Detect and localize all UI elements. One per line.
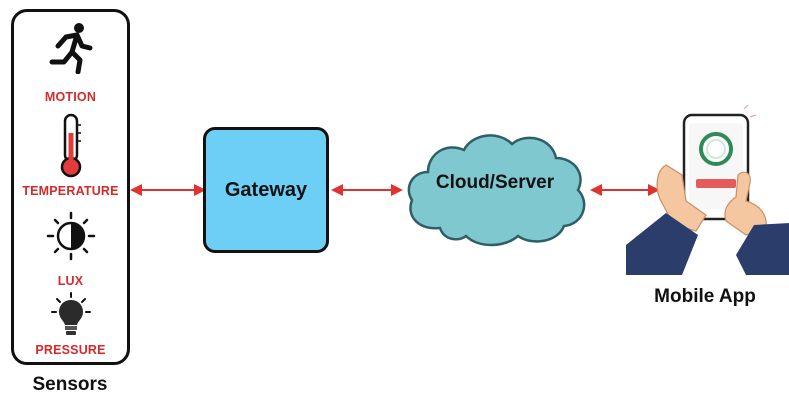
cloud-icon	[407, 134, 586, 247]
pressure-label: PRESSURE	[35, 343, 106, 357]
gateway-label: Gateway	[224, 178, 308, 201]
gateway-cloud-arrow	[331, 184, 403, 196]
mobile-app-title: Mobile App	[654, 286, 756, 307]
sensors-title: Sensors	[32, 374, 108, 395]
motion-label: MOTION	[44, 90, 97, 104]
gateway-node: Gateway	[203, 127, 329, 253]
running-person-icon	[14, 22, 127, 74]
thermometer-icon	[14, 113, 127, 179]
cloud-server-label: Cloud/Server	[435, 172, 555, 193]
lux-label: LUX	[57, 274, 84, 288]
temperature-label: TEMPERATURE	[22, 184, 119, 198]
cloud-mobile-arrow	[590, 184, 660, 196]
lightbulb-icon	[14, 292, 127, 338]
mobile-phone-hand-icon	[626, 105, 789, 275]
sensors-panel: MOTION TEMPERATURE	[11, 9, 130, 365]
sensors-gateway-arrow	[130, 184, 206, 196]
half-sun-icon	[14, 211, 127, 261]
